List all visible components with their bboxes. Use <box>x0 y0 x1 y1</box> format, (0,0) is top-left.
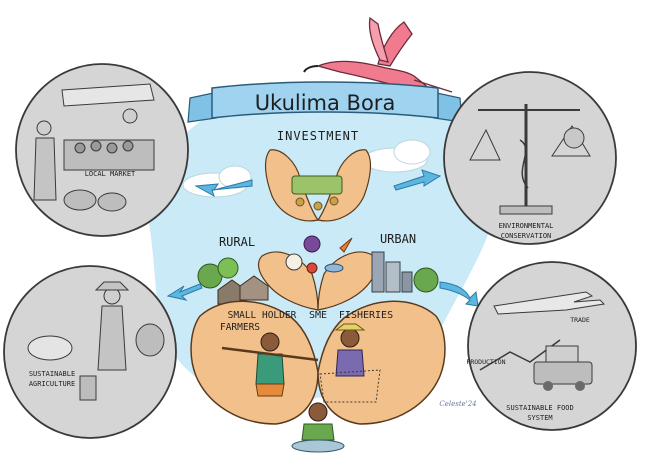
cow-right-icon <box>136 324 164 356</box>
smallholder-label-line1: SMALL HOLDER <box>228 310 297 321</box>
vendor-figure <box>123 109 137 123</box>
coin-icon <box>330 197 338 205</box>
money-stack-icon <box>292 176 342 194</box>
environmental-label-line2: CONSERVATION <box>501 232 552 240</box>
truck-icon <box>534 362 592 384</box>
urban-label: URBAN <box>380 232 416 246</box>
eggplant-icon <box>304 236 320 252</box>
production-label: PRODUCTION <box>466 358 505 366</box>
tomato-icon <box>307 263 317 273</box>
local-market-circle <box>16 64 188 236</box>
coin-icon <box>314 202 322 210</box>
cow-left-icon <box>28 336 72 360</box>
sustainable-agriculture-label-line1: SUSTAINABLE <box>29 370 75 378</box>
smallholder-label-line2: FARMERS <box>220 322 260 333</box>
investment-label: INVESTMENT <box>277 129 359 143</box>
cow-icon <box>286 254 302 270</box>
fish-icon <box>325 264 343 272</box>
coin-icon <box>296 198 304 206</box>
sustainable-agriculture-label-line2: AGRICULTURE <box>29 380 75 388</box>
food-system-label-line1: SUSTAINABLE FOOD <box>506 404 573 412</box>
buyer-figure <box>37 121 51 135</box>
environmental-conservation-circle <box>444 72 616 244</box>
page-title: Ukulima Bora <box>255 91 396 115</box>
fisheries-label: FISHERIES <box>339 310 393 321</box>
sustainable-agriculture-circle <box>4 266 176 438</box>
trade-label: TRADE <box>570 316 590 324</box>
sme-label: SME <box>309 310 327 321</box>
local-market-label: LOCAL MARKET <box>85 170 136 178</box>
rural-label: RURAL <box>219 235 255 249</box>
food-system-label-line2: SYSTEM <box>527 414 552 422</box>
artist-signature: Celeste'24 <box>439 400 476 408</box>
environmental-label-line1: ENVIRONMENTAL <box>499 222 554 230</box>
